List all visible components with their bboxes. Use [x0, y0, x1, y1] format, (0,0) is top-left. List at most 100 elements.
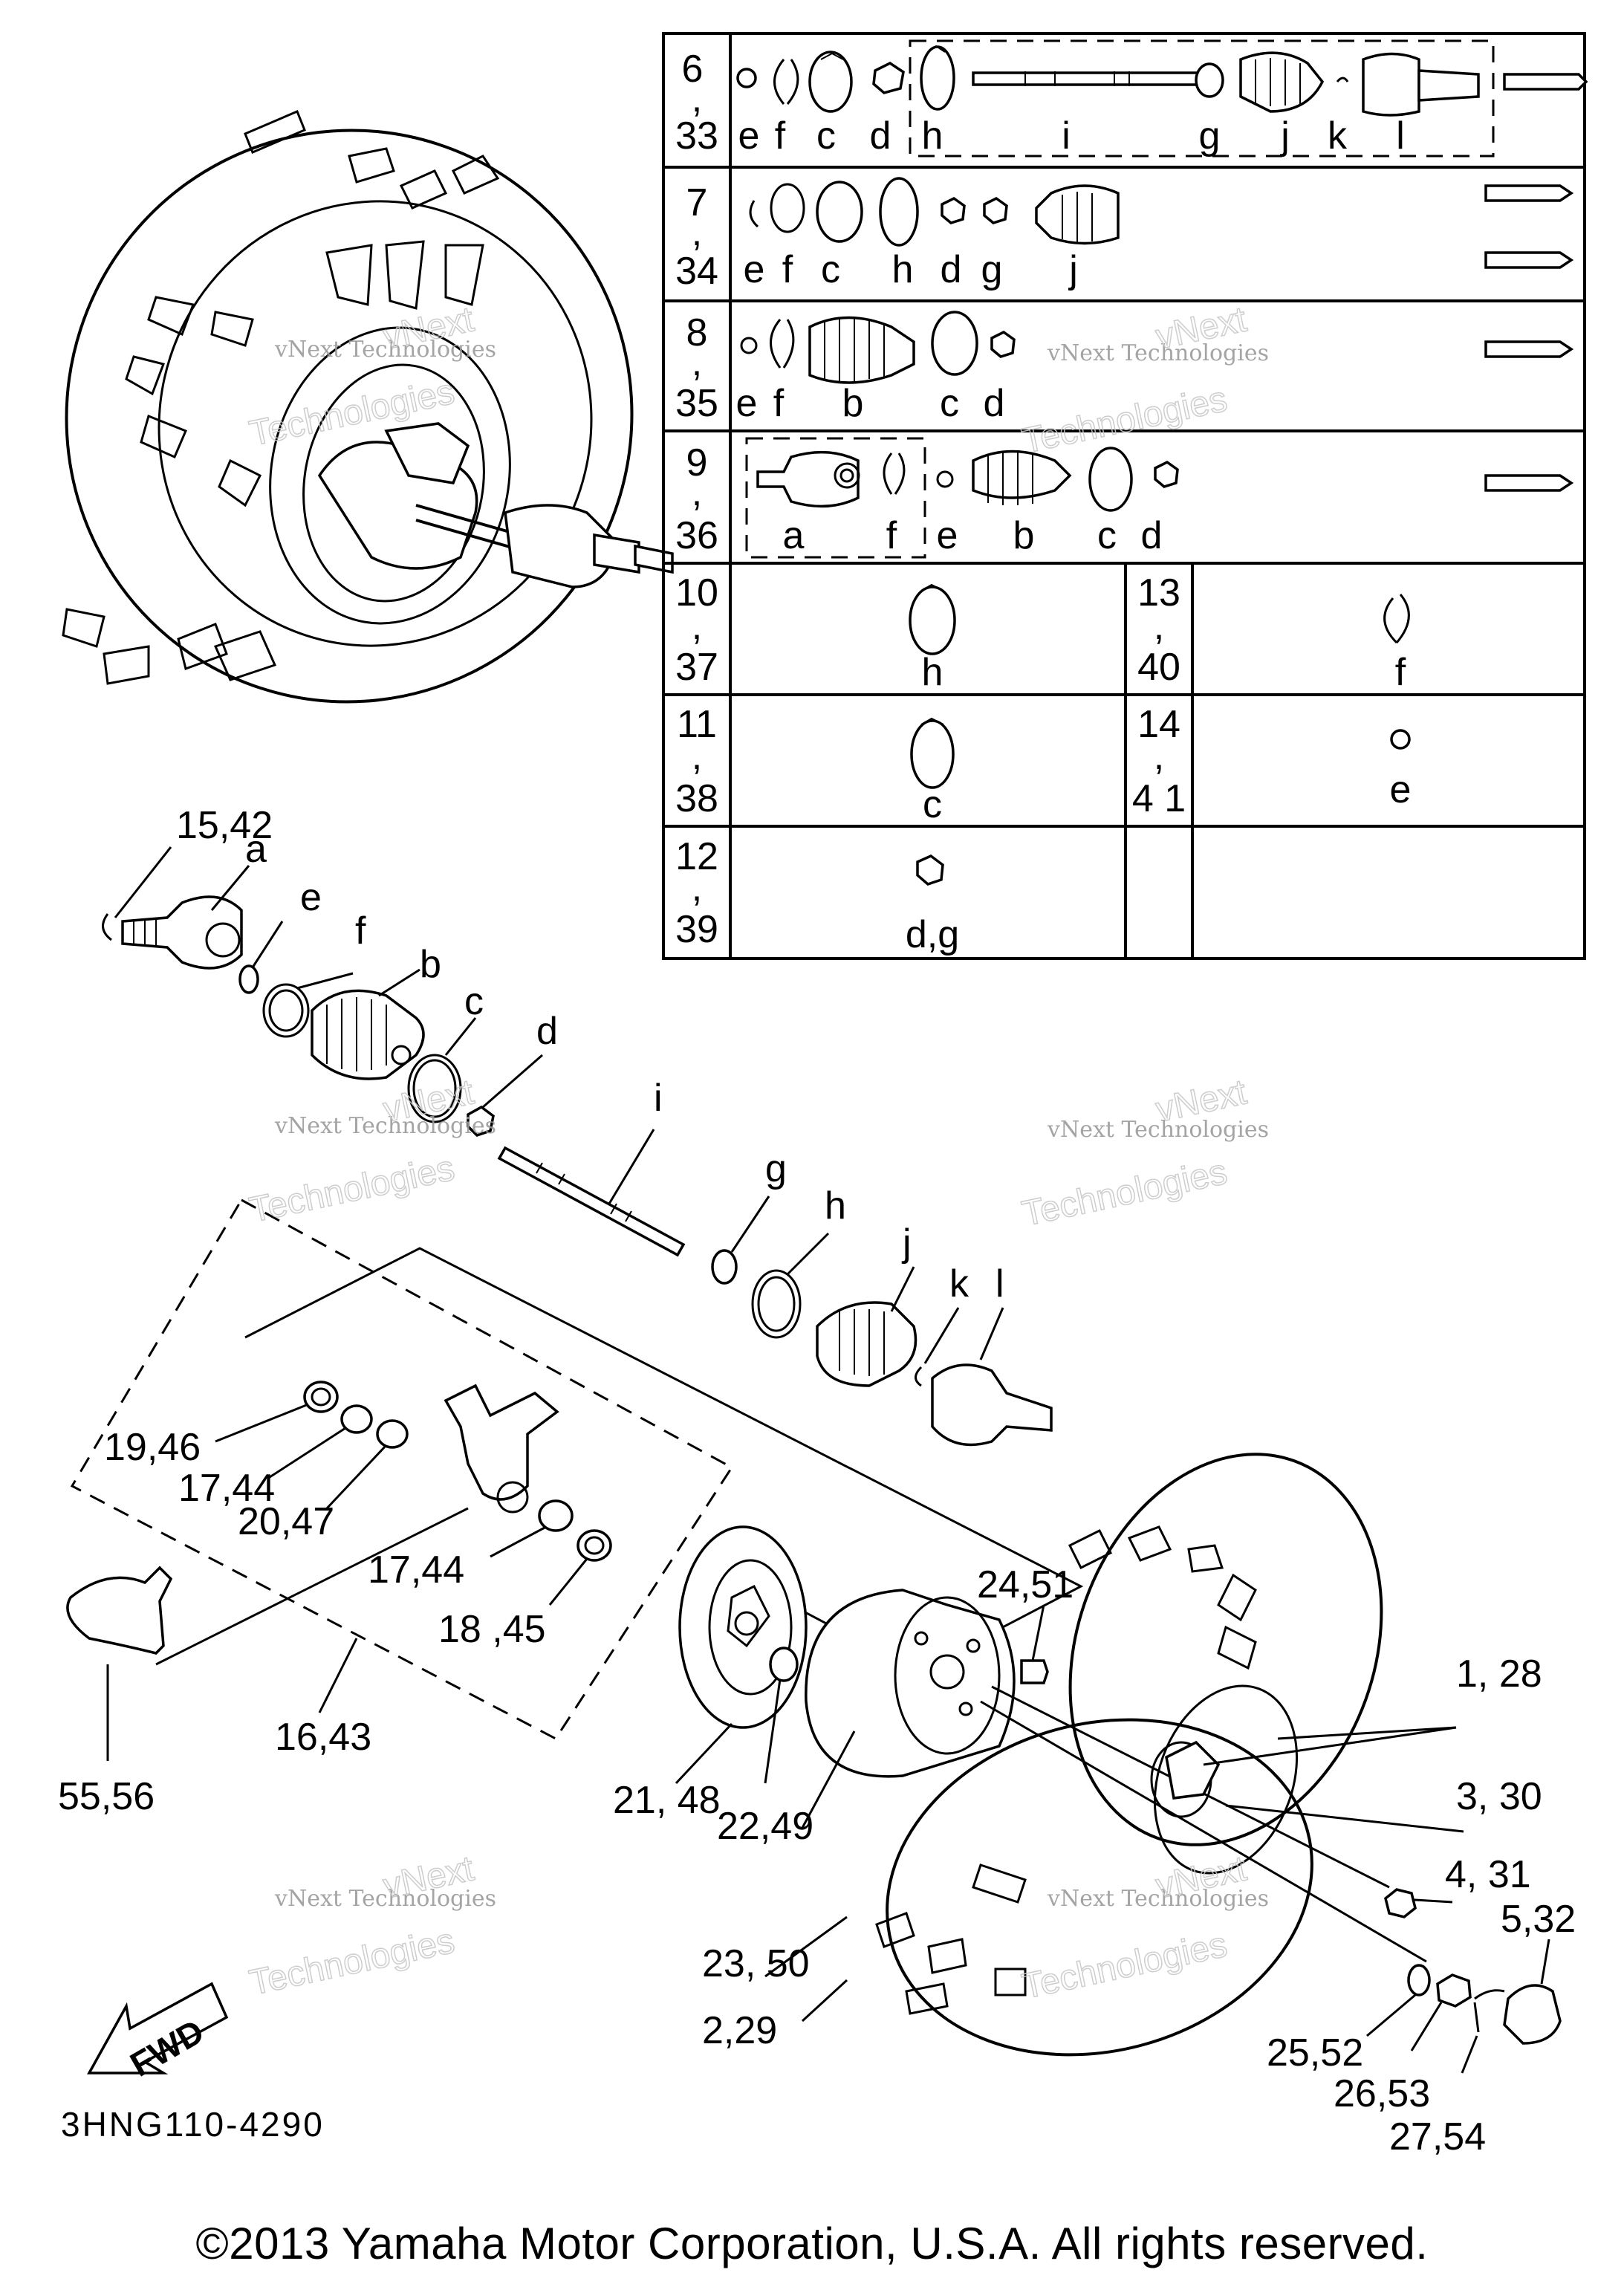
label-c: c	[464, 980, 484, 1023]
label-18-45: 18 ,45	[438, 1608, 546, 1651]
row1-part-f: f	[775, 114, 786, 158]
row3-part-b: b	[842, 382, 864, 425]
row1-part-k: k	[1328, 114, 1348, 158]
label-20-47: 20,47	[238, 1500, 334, 1543]
row1-part-d: d	[870, 114, 891, 158]
row1-part-h: h	[922, 114, 943, 158]
cell10-part: h	[922, 651, 943, 694]
row4-part-b: b	[1013, 514, 1035, 557]
diagram-code: 3HNG110-4290	[61, 2105, 325, 2144]
watermark-5: vNext Technologies	[274, 1886, 496, 1912]
watermark-11: Technologies	[246, 1921, 458, 2003]
label-4-31: 4, 31	[1445, 1853, 1531, 1896]
label-e: e	[300, 876, 322, 919]
label-d: d	[536, 1010, 558, 1053]
row1-part-e: e	[738, 114, 760, 158]
label-19-46: 19,46	[104, 1426, 201, 1469]
ref-row6r-b: ,	[1154, 735, 1164, 778]
watermark-10: Technologies	[1019, 1152, 1230, 1234]
copyright-notice: ©2013 Yamaha Motor Corporation, U.S.A. A…	[195, 2219, 1429, 2268]
table-row2-parts: e f c h d g j	[744, 177, 1574, 291]
row2-part-c: c	[821, 248, 840, 291]
label-24-51: 24,51	[977, 1563, 1074, 1606]
ref-row3-b: ,	[692, 341, 702, 384]
watermark-1: vNext Technologies	[274, 337, 496, 363]
table-ref-numbers: 6 , 33 7 , 34 8 , 35 9 , 36 10 , 37 13 ,…	[675, 48, 1186, 951]
ref-row6r-a: 14	[1137, 703, 1180, 746]
label-g: g	[765, 1147, 787, 1190]
ref-row4-b: ,	[692, 471, 702, 514]
label-15-42: 15,42	[176, 804, 273, 847]
ref-row5r-c: 40	[1137, 646, 1180, 689]
table-single-cells: h f c e d,g	[906, 583, 1412, 956]
label-i: i	[654, 1077, 663, 1120]
ref-row1-c: 33	[675, 114, 718, 158]
wheel-assembly-illustration	[62, 110, 674, 704]
label-17-44-b: 17,44	[368, 1548, 464, 1592]
watermark-3: vNext Technologies	[274, 1113, 496, 1139]
row2-part-h: h	[892, 248, 914, 291]
table-row4-parts: a f e b c d	[756, 447, 1574, 557]
ref-row1-a: 6	[682, 48, 704, 91]
ref-row5r-b: ,	[1154, 605, 1164, 648]
watermark-8: Technologies	[1019, 380, 1230, 461]
label-a: a	[245, 828, 267, 871]
table-row1-parts: e f c d h i g j k l	[736, 45, 1588, 158]
row4-part-e: e	[937, 514, 958, 557]
row2-part-e: e	[744, 248, 765, 291]
watermark-2: vNext Technologies	[1047, 340, 1269, 366]
row2-part-f: f	[782, 248, 793, 291]
ref-row3-c: 35	[675, 382, 718, 425]
label-25-52: 25,52	[1267, 2031, 1363, 2074]
ref-row6-b: ,	[692, 735, 702, 778]
label-55-56: 55,56	[58, 1775, 155, 1818]
row1-part-l: l	[1396, 114, 1405, 158]
watermark-9: Technologies	[246, 1149, 458, 1230]
cell14-part: e	[1390, 768, 1412, 811]
ref-row7-a: 12	[675, 835, 718, 878]
watermark-12: Technologies	[1019, 1925, 1230, 2007]
label-17-44-a: 17,44	[178, 1467, 275, 1510]
row1-part-g: g	[1199, 114, 1221, 158]
label-23-50: 23, 50	[702, 1942, 810, 1985]
brake-hub-wheel-illustration	[675, 1453, 1562, 2074]
label-l: l	[995, 1262, 1004, 1305]
row1-part-i: i	[1062, 114, 1071, 158]
cell13-part: f	[1395, 651, 1406, 694]
label-16-43: 16,43	[275, 1716, 371, 1759]
row2-part-g: g	[981, 248, 1003, 291]
label-b: b	[420, 943, 441, 986]
ref-row6-a: 11	[677, 703, 717, 746]
row3-part-d: d	[984, 382, 1005, 425]
row3-part-e: e	[736, 382, 758, 425]
cell12-part: d,g	[906, 913, 959, 956]
label-21-48: 21, 48	[613, 1779, 721, 1822]
label-3-30: 3, 30	[1456, 1775, 1542, 1818]
label-26-53: 26,53	[1334, 2072, 1430, 2115]
ref-row2-a: 7	[686, 181, 708, 224]
ref-row7-b: ,	[692, 866, 702, 909]
ref-row4-c: 36	[675, 514, 718, 557]
ref-row3-a: 8	[686, 311, 708, 354]
ref-row5-a: 10	[675, 571, 718, 614]
label-2-29: 2,29	[702, 2009, 777, 2052]
row4-part-d: d	[1141, 514, 1163, 557]
fwd-arrow-icon: FWD	[87, 1982, 229, 2084]
ref-row1-b: ,	[692, 77, 702, 120]
exploded-labels: 15,42 a e f b c d i g h j k l 19,46 17,4…	[58, 804, 1576, 2158]
label-22-49: 22,49	[717, 1805, 813, 1848]
table-row3-parts: e f b c d	[736, 311, 1574, 425]
row1-part-c: c	[816, 114, 836, 158]
ref-row5-c: 37	[675, 646, 718, 689]
label-1-28: 1, 28	[1456, 1652, 1542, 1696]
row4-part-c: c	[1097, 514, 1117, 557]
ref-row6r-c: 4 1	[1132, 777, 1186, 820]
parts-application-table	[662, 32, 1586, 960]
ref-row5-b: ,	[692, 605, 702, 648]
cell11-part: c	[923, 783, 942, 826]
ref-row2-b: ,	[692, 211, 702, 254]
label-f: f	[355, 909, 366, 953]
label-5-32: 5,32	[1501, 1898, 1576, 1941]
watermark-4: vNext Technologies	[1047, 1117, 1269, 1143]
